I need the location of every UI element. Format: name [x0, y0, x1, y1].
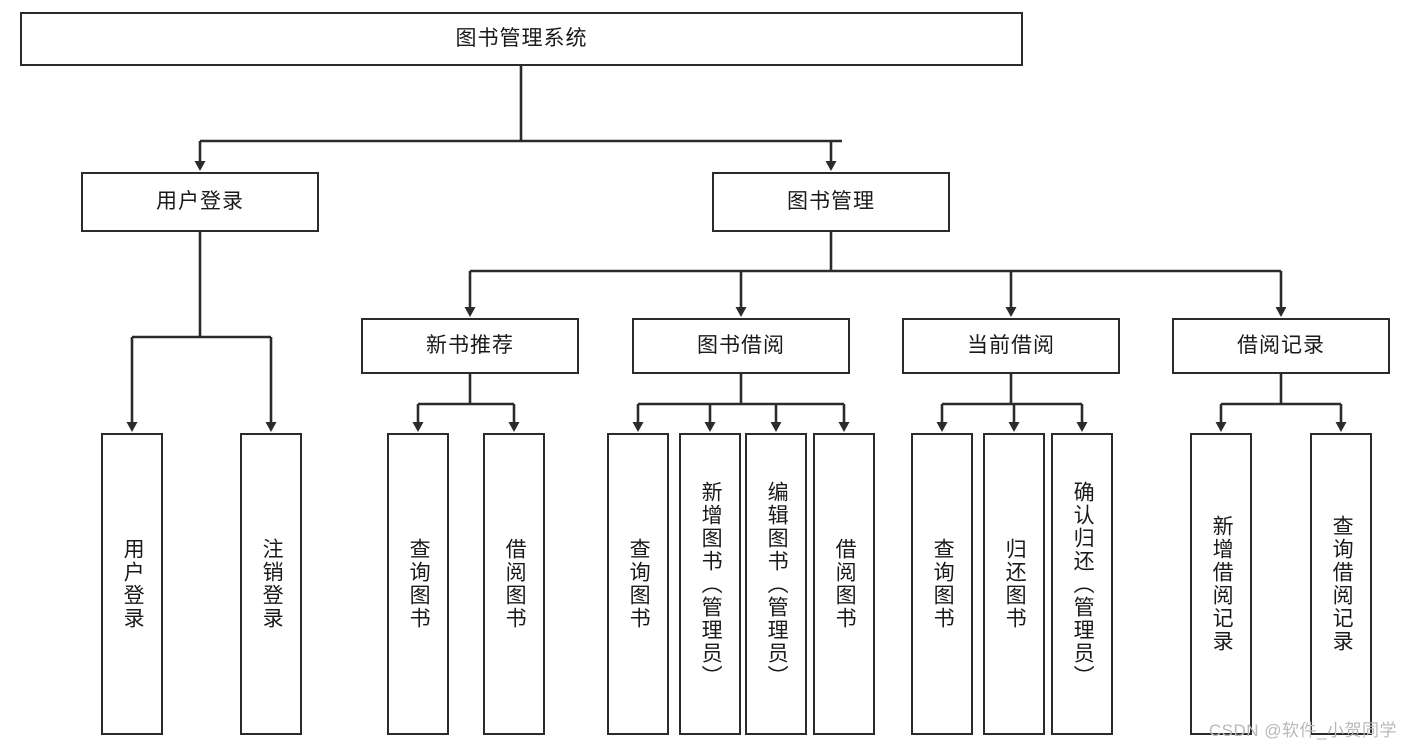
node-user-login[interactable]: 用户登录: [81, 172, 319, 232]
node-label: 图书管理: [787, 190, 875, 214]
node-label: 新增借阅记录: [1210, 515, 1234, 653]
node-label: 归还图书: [1003, 538, 1027, 630]
node-label: 查询图书: [931, 538, 955, 630]
node-label: 当前借阅: [967, 334, 1055, 358]
leaf-edit-book-admin[interactable]: 编辑图书（管理员）: [745, 433, 807, 735]
node-label: 查询图书: [407, 538, 431, 630]
leaf-query-book-current[interactable]: 查询图书: [911, 433, 973, 735]
csdn-watermark: CSDN @软件_小贺同学: [1208, 721, 1397, 740]
leaf-user-login[interactable]: 用户登录: [101, 433, 163, 735]
node-label: 借阅图书: [503, 538, 527, 630]
leaf-return-book[interactable]: 归还图书: [983, 433, 1045, 735]
leaf-borrow-book[interactable]: 借阅图书: [813, 433, 875, 735]
node-new-book-recommend[interactable]: 新书推荐: [361, 318, 579, 374]
node-label: 查询借阅记录: [1330, 515, 1354, 653]
node-label: 新增图书（管理员）: [699, 480, 723, 688]
leaf-confirm-return-admin[interactable]: 确认归还（管理员）: [1051, 433, 1113, 735]
leaf-query-borrow-record[interactable]: 查询借阅记录: [1310, 433, 1372, 735]
leaf-query-book-borrow[interactable]: 查询图书: [607, 433, 669, 735]
node-book-management[interactable]: 图书管理: [712, 172, 950, 232]
node-book-borrow[interactable]: 图书借阅: [632, 318, 850, 374]
node-label: 新书推荐: [426, 334, 514, 358]
node-label: 确认归还（管理员）: [1071, 480, 1095, 688]
node-label: 借阅记录: [1237, 334, 1325, 358]
node-label: 借阅图书: [833, 538, 857, 630]
node-label: 查询图书: [627, 538, 651, 630]
leaf-query-book-recommend[interactable]: 查询图书: [387, 433, 449, 735]
leaf-logout[interactable]: 注销登录: [240, 433, 302, 735]
leaf-add-book-admin[interactable]: 新增图书（管理员）: [679, 433, 741, 735]
node-label: 用户登录: [121, 538, 145, 630]
node-root[interactable]: 图书管理系统: [20, 12, 1023, 66]
node-label: 用户登录: [156, 190, 244, 214]
node-label: 图书借阅: [697, 334, 785, 358]
node-borrow-record[interactable]: 借阅记录: [1172, 318, 1390, 374]
leaf-add-borrow-record[interactable]: 新增借阅记录: [1190, 433, 1252, 735]
leaf-borrow-book-recommend[interactable]: 借阅图书: [483, 433, 545, 735]
node-label: 编辑图书（管理员）: [765, 480, 789, 688]
node-label: 注销登录: [260, 538, 284, 630]
node-current-borrow[interactable]: 当前借阅: [902, 318, 1120, 374]
node-label: 图书管理系统: [455, 27, 588, 51]
